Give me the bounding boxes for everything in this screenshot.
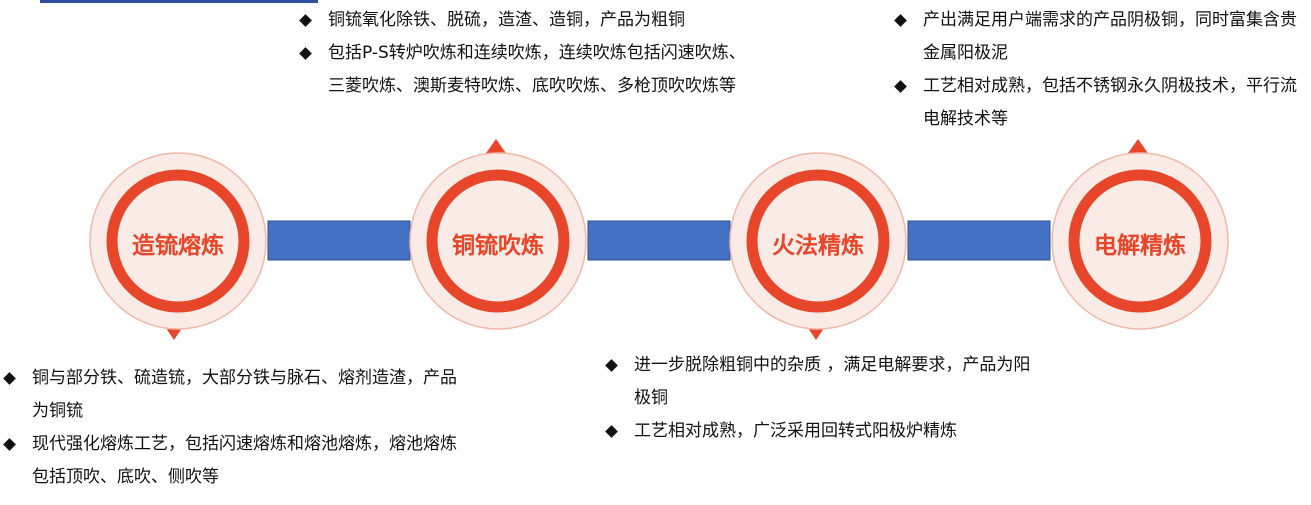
stage-label-1: 造锍熔炼 [132,233,224,259]
outer-ring [106,169,250,313]
bullet-text: 现代强化熔炼工艺，包括闪速熔炼和熔池熔炼，熔池熔炼包括顶吹、底吹、侧吹等 [32,434,457,487]
bullet-item: 工艺相对成熟，广泛采用回转式阳极炉精炼 [602,415,1042,448]
diamond-bullet-icon [605,425,618,438]
diamond-bullet-icon [299,14,312,27]
pointer-triangle [484,139,508,156]
bullet-text: 工艺相对成熟，广泛采用回转式阳极炉精炼 [634,421,957,441]
stage-4-bullet-list: 产出满足用户端需求的产品阴极铜，同时富集含贵金属阳极泥 工艺相对成熟，包括不锈钢… [891,4,1311,136]
stage-node-3 [729,152,907,340]
connector-3 [907,220,1051,261]
bullet-item: 工艺相对成熟，包括不锈钢永久阴极技术，平行流电解技术等 [891,70,1311,136]
outer-ring [1068,169,1212,313]
diamond-bullet-icon [894,14,907,27]
outer-ring [426,169,570,313]
diamond-bullet-icon [299,47,312,60]
diamond-bullet-icon [3,438,16,451]
bullet-text: 进一步脱除粗铜中的杂质 ，满足电解要求，产品为阳极铜 [634,355,1031,408]
stage-node-2 [409,139,587,330]
stage-2-bullet-list: 铜锍氧化除铁、脱硫，造渣、造铜，产品为粗铜 包括P-S转炉吹炼和连续吹炼，连续吹… [296,4,756,103]
bullet-item: 铜锍氧化除铁、脱硫，造渣、造铜，产品为粗铜 [296,4,756,37]
stage-node-4 [1051,139,1229,330]
stage-1-bullet-list: 铜与部分铁、硫造锍，大部分铁与脉石、熔剂造渣，产品为铜锍 现代强化熔炼工艺，包括… [0,362,470,494]
bullet-text: 产出满足用户端需求的产品阴极铜，同时富集含贵金属阳极泥 [923,10,1297,63]
bullet-text: 铜与部分铁、硫造锍，大部分铁与脉石、熔剂造渣，产品为铜锍 [32,368,457,421]
stage-node-1 [89,152,267,340]
bullet-item: 产出满足用户端需求的产品阴极铜，同时富集含贵金属阳极泥 [891,4,1311,70]
top-accent-line [40,0,318,3]
stage-label-3: 火法精炼 [772,233,864,259]
connector-2 [587,220,731,261]
bullet-item: 包括P-S转炉吹炼和连续吹炼，连续吹炼包括闪速吹炼、三菱吹炼、澳斯麦特吹炼、底吹… [296,37,756,103]
bullet-text: 包括P-S转炉吹炼和连续吹炼，连续吹炼包括闪速吹炼、三菱吹炼、澳斯麦特吹炼、底吹… [328,43,746,96]
diamond-bullet-icon [3,372,16,385]
stage-label-4: 电解精炼 [1094,233,1186,259]
bullet-item: 现代强化熔炼工艺，包括闪速熔炼和熔池熔炼，熔池熔炼包括顶吹、底吹、侧吹等 [0,428,470,494]
stage-label-2: 铜锍吹炼 [452,233,544,259]
stage-3-bullet-list: 进一步脱除粗铜中的杂质 ，满足电解要求，产品为阳极铜 工艺相对成熟，广泛采用回转… [602,349,1042,448]
outer-ring [746,169,890,313]
connector-1 [267,220,411,261]
bullet-text: 铜锍氧化除铁、脱硫，造渣、造铜，产品为粗铜 [328,10,685,30]
pointer-triangle [1126,139,1150,156]
bullet-text: 工艺相对成熟，包括不锈钢永久阴极技术，平行流电解技术等 [923,76,1297,129]
bullet-item: 铜与部分铁、硫造锍，大部分铁与脉石、熔剂造渣，产品为铜锍 [0,362,470,428]
diamond-bullet-icon [894,80,907,93]
bullet-item: 进一步脱除粗铜中的杂质 ，满足电解要求，产品为阳极铜 [602,349,1042,415]
diamond-bullet-icon [605,359,618,372]
